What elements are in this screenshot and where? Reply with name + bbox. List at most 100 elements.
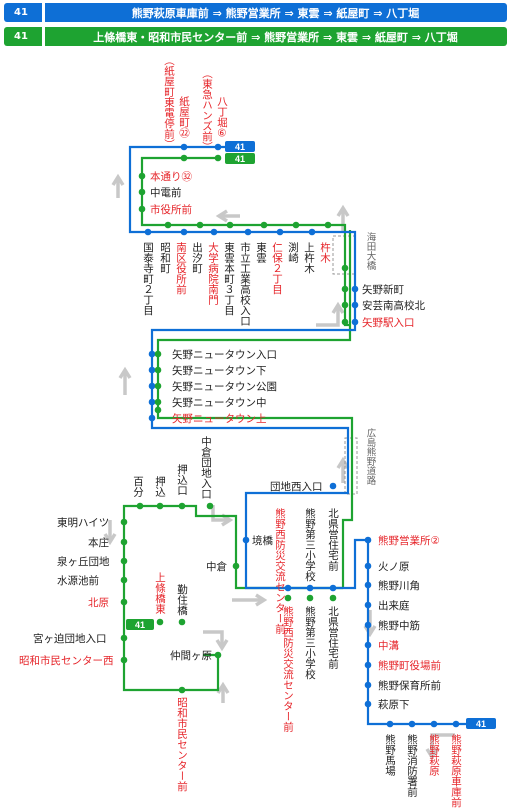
stop-label: 矢野ニュータウン中 bbox=[172, 396, 267, 409]
route-badge-green-top: 41 bbox=[225, 153, 255, 164]
stop-dot bbox=[351, 301, 359, 309]
stop-dot bbox=[364, 536, 372, 544]
arrow-up bbox=[316, 307, 340, 327]
stop-dot bbox=[210, 228, 218, 236]
stop-dot bbox=[306, 584, 314, 592]
stop-label: 市立工業高校入口 bbox=[239, 241, 251, 326]
stop-label: 押込口 bbox=[176, 463, 188, 495]
stop-dot bbox=[232, 562, 240, 570]
arrow-head bbox=[103, 533, 117, 546]
stop-dot bbox=[154, 350, 162, 358]
stop-dot bbox=[154, 366, 162, 374]
arrow-head bbox=[425, 748, 439, 761]
stop-label: 熊野保育所前 bbox=[378, 679, 441, 692]
stop-label: 大学病院南門 bbox=[207, 241, 219, 306]
stop-dot bbox=[308, 228, 316, 236]
stop-dot bbox=[138, 205, 146, 213]
stop-dot bbox=[120, 598, 128, 606]
stop-dot bbox=[341, 264, 349, 272]
divider bbox=[42, 3, 45, 22]
stop-label: 中溝 bbox=[378, 639, 399, 652]
stop-label: 本通り㉜ bbox=[150, 170, 192, 183]
arrow-left bbox=[430, 733, 455, 755]
stop-label: 昭和町 bbox=[159, 242, 171, 274]
route-banner-blue: 41 熊野萩原車庫前 ⇒ 熊野営業所 ⇒ 東雲 ⇒ 紙屋町 ⇒ 八丁堀 bbox=[4, 3, 507, 22]
blue-route-line bbox=[128, 145, 368, 590]
stop-dot bbox=[180, 228, 188, 236]
stop-dot bbox=[148, 382, 156, 390]
stop-label: 南区役所前 bbox=[175, 241, 187, 295]
stop-label: 矢野ニュータウン公園 bbox=[172, 380, 277, 393]
stop-label: 中電前 bbox=[150, 186, 182, 199]
stop-dot bbox=[196, 221, 204, 229]
stop-dot bbox=[120, 557, 128, 565]
divider bbox=[42, 27, 45, 46]
arrow-head bbox=[336, 456, 350, 469]
stop-dot bbox=[178, 686, 186, 694]
stop-dot bbox=[276, 228, 284, 236]
stop-dot bbox=[156, 502, 164, 510]
stop-dot bbox=[154, 382, 162, 390]
stop-label: 押込 bbox=[154, 475, 166, 497]
stop-dot bbox=[306, 594, 314, 602]
stop-label: 北県営住宅前 bbox=[327, 606, 339, 670]
stop-dot bbox=[206, 502, 214, 510]
stop-dot bbox=[214, 143, 222, 151]
route-banner-green: 41 上條橋東・昭和市民センター前 ⇒ 熊野営業所 ⇒ 東雲 ⇒ 紙屋町 ⇒ 八… bbox=[4, 27, 507, 46]
stop-markers bbox=[120, 143, 460, 728]
road-label: 広島熊野道路 bbox=[365, 427, 377, 486]
stop-label: 北原 bbox=[88, 597, 109, 609]
stop-label: 熊野営業所② bbox=[378, 534, 440, 547]
stop-label: 萩原下 bbox=[378, 699, 410, 711]
stop-dot bbox=[148, 350, 156, 358]
stop-dot bbox=[138, 172, 146, 180]
stop-label: 境橋 bbox=[252, 534, 273, 547]
stop-dot bbox=[242, 536, 250, 544]
stop-label: 矢野ニュータウン上 bbox=[172, 412, 267, 425]
stop-dot bbox=[351, 285, 359, 293]
arrow-head bbox=[336, 204, 350, 217]
arrow-head bbox=[215, 639, 229, 652]
stop-label: 中倉団地入口 bbox=[200, 435, 212, 499]
route-number: 41 bbox=[14, 7, 28, 18]
stop-dot bbox=[364, 581, 372, 589]
stop-dot bbox=[154, 398, 162, 406]
stop-dot bbox=[144, 228, 152, 236]
stop-label: （東急ハンズ前） bbox=[201, 68, 213, 152]
stop-label: （紙屋町東電停前） bbox=[163, 55, 175, 150]
stop-dot bbox=[364, 562, 372, 570]
stop-label: 矢野ニュータウン下 bbox=[172, 364, 267, 377]
stop-dot bbox=[148, 398, 156, 406]
stop-dot bbox=[364, 641, 372, 649]
stop-dot bbox=[180, 154, 188, 162]
stop-dot bbox=[154, 406, 162, 414]
stop-dot bbox=[120, 656, 128, 664]
stop-label: 百分 bbox=[132, 476, 144, 498]
stop-dot bbox=[364, 681, 372, 689]
arrow-down bbox=[203, 630, 224, 645]
stop-label: 上條橋東 bbox=[154, 572, 166, 615]
stop-dot bbox=[156, 618, 164, 626]
stop-dot bbox=[120, 634, 128, 642]
stop-dot bbox=[284, 584, 292, 592]
arrow-head bbox=[255, 593, 268, 607]
stop-label: 火ノ原 bbox=[378, 561, 410, 573]
stop-label: 矢野駅入口 bbox=[362, 316, 415, 329]
svg-text:41: 41 bbox=[235, 142, 245, 152]
svg-text:41: 41 bbox=[476, 719, 486, 729]
stop-label: 昭和市民センター西 bbox=[19, 654, 114, 667]
stop-label: 熊野萩原車庫前 bbox=[450, 733, 462, 808]
arrow-head bbox=[331, 301, 345, 314]
arrow-head bbox=[216, 681, 230, 694]
stop-dot bbox=[329, 482, 337, 490]
stop-dot bbox=[148, 366, 156, 374]
stop-label: 宮ヶ迫団地入口 bbox=[33, 632, 107, 645]
svg-text:41: 41 bbox=[235, 154, 245, 164]
stop-label: 東雲 bbox=[255, 241, 267, 264]
stop-label: 矢野新町 bbox=[362, 283, 404, 296]
stop-label: 渕崎 bbox=[287, 241, 299, 263]
stop-dot bbox=[292, 221, 300, 229]
stop-label: 熊野萩原 bbox=[428, 733, 440, 776]
stop-dot bbox=[430, 720, 438, 728]
stop-dot bbox=[226, 221, 234, 229]
